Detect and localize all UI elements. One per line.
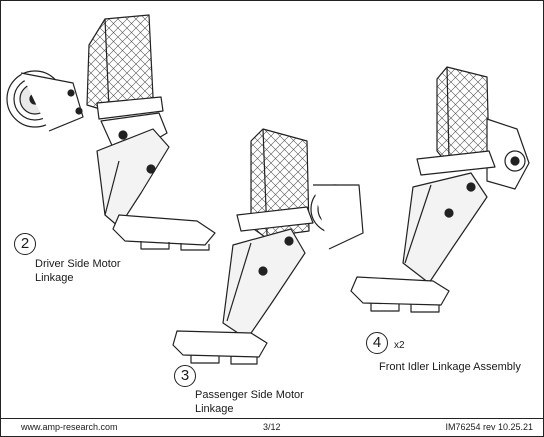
linkage-drawings (6, 14, 530, 365)
page-footer: www.amp-research.com 3/12 IM76254 rev 10… (1, 418, 543, 436)
passenger-side-linkage-drawing (172, 128, 364, 365)
footer-website: www.amp-research.com (21, 422, 118, 432)
passenger-side-caption-line2: Linkage (195, 403, 234, 415)
quantity-label: x2 (394, 340, 405, 351)
driver-side-caption: Driver Side Motor Linkage (35, 257, 121, 285)
driver-side-caption-line1: Driver Side Motor (35, 258, 121, 270)
front-idler-caption: Front Idler Linkage Assembly (379, 361, 521, 373)
footer-document-id: IM76254 rev 10.25.21 (445, 422, 533, 432)
footer-page-number: 3/12 (263, 422, 281, 432)
driver-side-caption-line2: Linkage (35, 272, 74, 284)
passenger-side-caption-line1: Passenger Side Motor (195, 389, 304, 401)
step-number-3: 3 (174, 365, 196, 387)
front-idler-linkage-drawing (350, 66, 530, 313)
step-number-4: 4 (366, 332, 388, 354)
step-number-2: 2 (14, 233, 36, 255)
driver-side-linkage-drawing (6, 14, 216, 251)
passenger-side-caption: Passenger Side Motor Linkage (195, 388, 304, 416)
linkage-illustrations: 2 Driver Side Motor Linkage 3 Passenger … (1, 1, 544, 419)
